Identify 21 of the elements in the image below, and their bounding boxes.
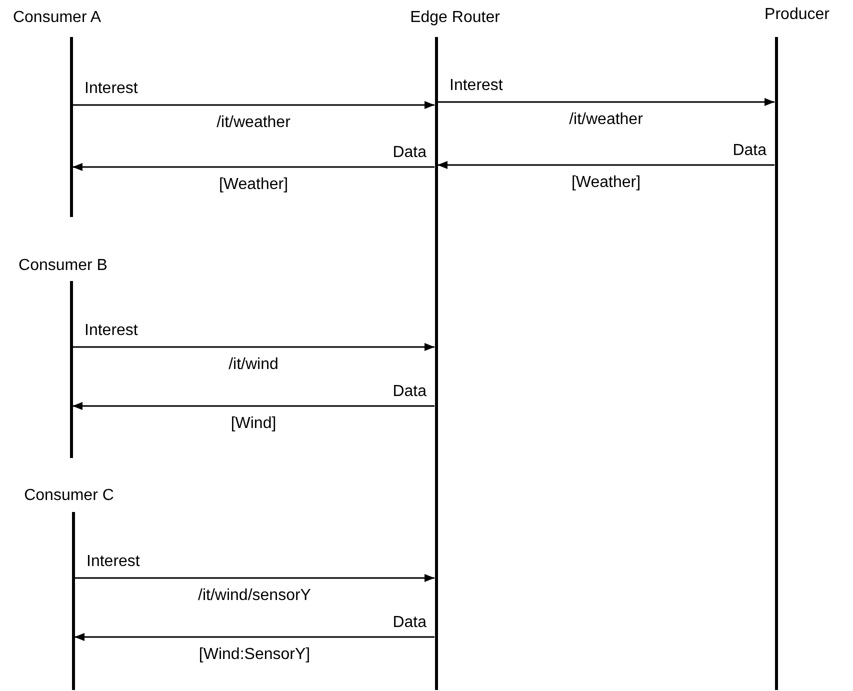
message-arrow	[438, 161, 774, 169]
message-arrow	[74, 574, 434, 582]
lifeline-heading: Consumer A	[12, 8, 102, 28]
message-arrow	[74, 633, 434, 641]
message-name: /it/wind	[228, 355, 278, 375]
message-name: [Wind:SensorY]	[198, 645, 310, 665]
message-name: [Wind]	[230, 414, 276, 434]
message-name: [Weather]	[571, 173, 641, 193]
message-name: /it/weather	[216, 113, 290, 133]
message-arrow	[72, 163, 434, 171]
message-name: /it/wind/sensorY	[198, 586, 311, 606]
lifeline-heading: Producer	[764, 5, 830, 25]
message-arrow	[72, 101, 434, 109]
message-name: /it/weather	[569, 110, 643, 130]
lifeline-heading: Edge Router	[410, 8, 500, 28]
lifeline-heading: Consumer B	[18, 256, 108, 276]
message-arrow	[72, 402, 434, 410]
lifeline-heading: Consumer C	[24, 486, 114, 506]
message-arrow	[438, 98, 774, 106]
message-arrow	[72, 343, 434, 351]
message-name: [Weather]	[218, 175, 288, 195]
